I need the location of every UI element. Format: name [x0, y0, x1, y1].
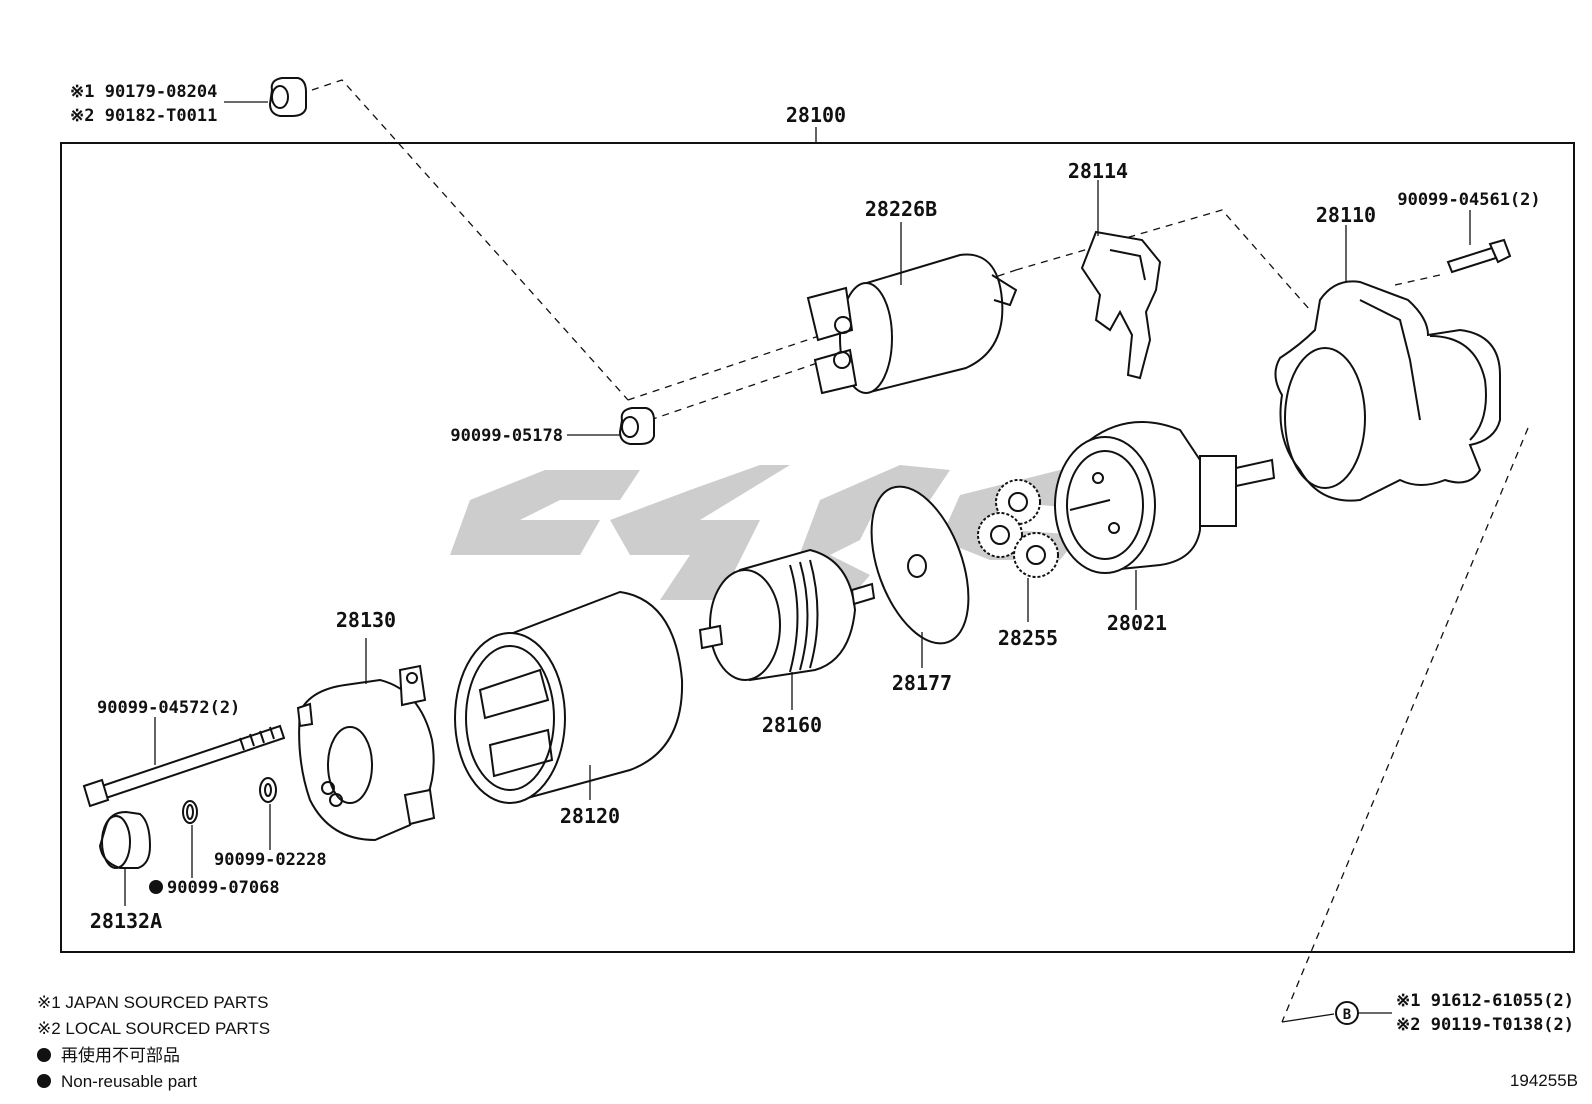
dash-line-b — [1281, 427, 1529, 1023]
lever-part — [1080, 230, 1162, 380]
housing-label: 28110 — [1316, 203, 1376, 227]
legend-line-1: ※1 JAPAN SOURCED PARTS — [37, 993, 269, 1012]
diagram-code: 194255B — [1510, 1071, 1578, 1090]
dash-line-cap — [311, 79, 629, 401]
cap-mid-part — [618, 407, 655, 445]
assembly-label: 28100 — [786, 103, 846, 127]
solenoid-part — [806, 253, 1018, 395]
legend-bullet-2 — [37, 1074, 51, 1088]
cap-top-label-1: ※1 90179-08204 — [70, 82, 217, 102]
clutch-part — [1054, 421, 1276, 574]
housing-part — [1274, 280, 1501, 502]
plate-part — [870, 485, 970, 645]
end-cap-label: 28132A — [90, 909, 162, 933]
bolt-b-label-1: ※1 91612-61055(2) — [1396, 991, 1574, 1011]
through-bolt-label: 90099-04572(2) — [97, 698, 240, 718]
bolt-b-leader — [1281, 1013, 1335, 1023]
end-cap-part — [98, 810, 152, 869]
dash-line-bolt — [1394, 274, 1441, 286]
clutch-label: 28021 — [1107, 611, 1167, 635]
legend-line-4: Non-reusable part — [61, 1072, 197, 1091]
gear-set-part — [977, 479, 1059, 578]
legend-line-2: ※2 LOCAL SOURCED PARTS — [37, 1019, 270, 1038]
assembly-frame — [60, 142, 1575, 953]
gear-set-label: 28255 — [998, 626, 1058, 650]
through-bolt-part — [82, 724, 286, 808]
end-frame-part — [296, 664, 436, 842]
ring-part — [182, 800, 198, 824]
armature-part — [698, 548, 876, 682]
non-reusable-marker-ring — [149, 880, 163, 894]
dash-line-lever — [1015, 209, 1311, 311]
washer-part — [259, 777, 277, 803]
cap-mid-label: 90099-05178 — [450, 426, 563, 446]
legend-line-3: 再使用不可部品 — [61, 1045, 180, 1065]
legend-bullet-1 — [37, 1048, 51, 1062]
cap-top-label-2: ※2 90182-T0011 — [70, 106, 217, 126]
yoke-part — [454, 590, 684, 804]
housing-bolt-label: 90099-04561(2) — [1397, 190, 1540, 210]
bolt-b-label-2: ※2 90119-T0138(2) — [1396, 1015, 1574, 1035]
lever-label: 28114 — [1068, 159, 1128, 183]
end-frame-label: 28130 — [336, 608, 396, 632]
housing-bolt-part — [1446, 238, 1512, 274]
washer-label: 90099-02228 — [214, 850, 327, 870]
dash-line-lower — [649, 355, 839, 421]
b-marker-letter: B — [1343, 1007, 1351, 1023]
plate-label: 28177 — [892, 671, 952, 695]
armature-label: 28160 — [762, 713, 822, 737]
legend: ※1 JAPAN SOURCED PARTS ※2 LOCAL SOURCED … — [37, 993, 270, 1091]
solenoid-label: 28226B — [865, 197, 937, 221]
yoke-label: 28120 — [560, 804, 620, 828]
ring-label: 90099-07068 — [167, 878, 280, 898]
cap-top-part — [268, 77, 307, 117]
